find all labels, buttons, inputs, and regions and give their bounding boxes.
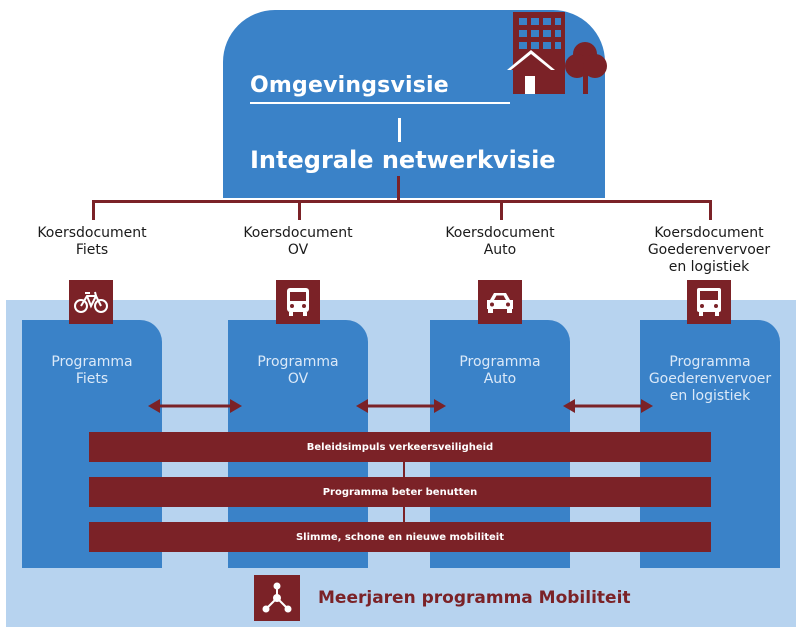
bar-beter-benutten: Programma beter benutten [89,477,711,507]
koersdocument-topic: Goederenvervoer [647,242,771,258]
network-icon [262,582,292,613]
koersdocument-auto: Koersdocument Auto [430,225,570,259]
truck-icon [697,288,721,316]
koersdocument-topic: Auto [483,242,517,258]
koersdocument-topic: OV [287,242,309,258]
bar-slimme-mobiliteit: Slimme, schone en nieuwe mobiliteit [89,522,711,552]
car-icon-box [478,280,522,324]
program-label: Programma [669,354,751,370]
koersdocument-topic: Fiets [75,242,109,258]
truck-icon-box [687,280,731,324]
tree-horizontal-line [92,200,712,203]
program-topic: OV [287,371,309,387]
city-icon [507,12,607,94]
koersdocument-ov: Koersdocument OV [228,225,368,259]
koersdocument-label: Koersdocument [37,225,147,241]
bicycle-icon-box [69,280,113,324]
program-label: Programma [257,354,339,370]
vision-box: Omgevingsvisie Integrale netwerkvisie [223,10,607,198]
koersdocument-label: Koersdocument [445,225,555,241]
double-arrow-icon [356,399,446,413]
koersdocument-topic-cont: en logistiek [668,259,750,275]
tree-trunk [397,176,400,202]
koersdocument-label: Koersdocument [243,225,353,241]
koersdocument-goederenvervoer: Koersdocument Goederenvervoer en logisti… [627,225,791,276]
vision-title-underline [250,102,510,104]
vision-title: Omgevingsvisie [250,73,449,98]
koersdocument-label: Koersdocument [654,225,764,241]
tree-branch-goederen [709,200,712,220]
program-topic: Auto [483,371,517,387]
vision-separator [398,118,401,142]
bicycle-icon [74,291,108,313]
program-label: Programma [51,354,133,370]
footer-title: Meerjaren programma Mobiliteit [318,588,631,608]
bus-icon [287,288,309,316]
bus-icon-box [276,280,320,324]
bar-verkeersveiligheid: Beleidsimpuls verkeersveiligheid [89,432,711,462]
program-topic: Fiets [75,371,109,387]
double-arrow-icon [563,399,653,413]
program-topic: Goederenvervoer [648,371,772,387]
program-label: Programma [459,354,541,370]
double-arrow-icon [148,399,242,413]
tree-branch-auto [500,200,503,220]
tree-branch-ov [298,200,301,220]
program-topic-cont: en logistiek [669,388,751,404]
network-icon-box [254,575,300,621]
car-icon [487,293,513,313]
koersdocument-fiets: Koersdocument Fiets [22,225,162,259]
tree-branch-fiets [92,200,95,220]
vision-subtitle: Integrale netwerkvisie [250,146,556,174]
